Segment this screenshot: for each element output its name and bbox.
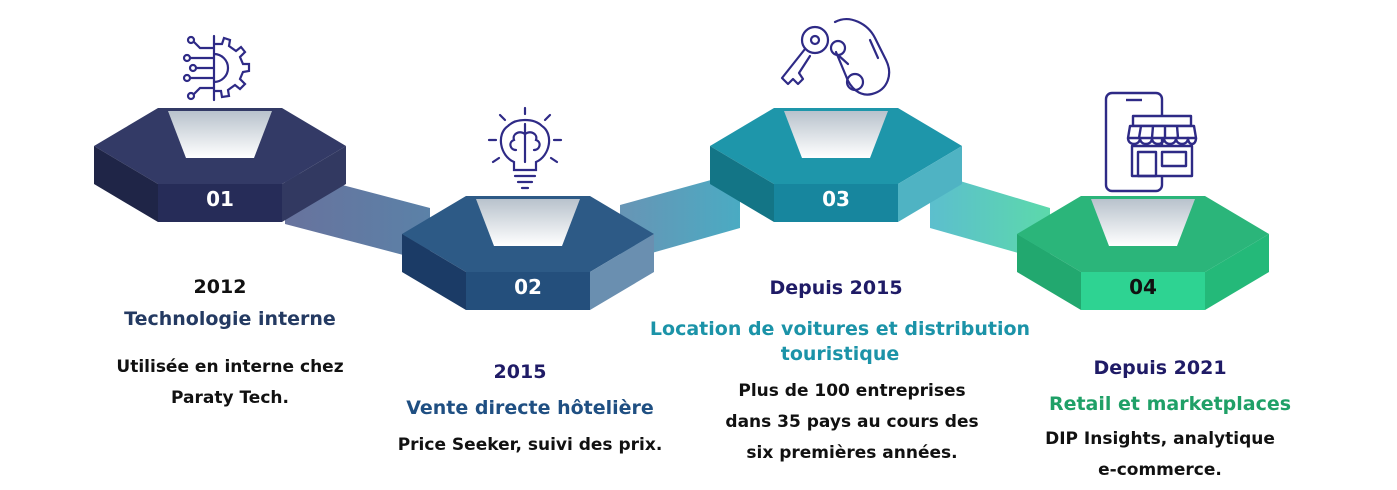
car-keys-icon xyxy=(780,18,891,96)
description-line: six premières années. xyxy=(746,443,958,463)
mobile-shop-icon xyxy=(1104,91,1198,193)
step-number: 01 xyxy=(206,187,234,211)
step-2-year: 2015 xyxy=(493,361,547,383)
description-line: dans 35 pays au cours des xyxy=(725,412,979,432)
step-number: 03 xyxy=(822,187,850,211)
title-line: Location de voitures et distribution xyxy=(649,318,1031,340)
gear-circuit-icon xyxy=(182,34,251,102)
hexagon-01: 01 xyxy=(94,108,346,222)
step-2-description: Price Seeker, suivi des prix. xyxy=(370,430,690,461)
description-line: Price Seeker, suivi des prix. xyxy=(397,435,663,455)
step-1-description: Utilisée en interne chez Paraty Tech. xyxy=(80,352,380,414)
step-3-description: Plus de 100 entreprises dans 35 pays au … xyxy=(702,376,1002,469)
hexagon-04: 04 xyxy=(1017,196,1269,310)
lightbulb-brain-icon xyxy=(487,106,563,190)
description-line: Utilisée en interne chez xyxy=(116,357,344,377)
hexagon-02: 02 xyxy=(402,196,654,310)
step-number: 02 xyxy=(514,275,542,299)
step-number: 04 xyxy=(1129,275,1157,299)
step-4-description: DIP Insights, analytique e-commerce. xyxy=(1010,424,1310,486)
title-line: touristique xyxy=(780,343,900,365)
step-4-title: Retail et marketplaces xyxy=(1048,393,1292,415)
description-line: e-commerce. xyxy=(1098,460,1222,480)
step-3-title: Location de voitures et distribution tou… xyxy=(620,317,1060,367)
description-line: Paraty Tech. xyxy=(171,388,289,408)
description-line: DIP Insights, analytique xyxy=(1045,429,1275,449)
step-3-year: Depuis 2015 xyxy=(769,277,903,299)
description-line: Plus de 100 entreprises xyxy=(738,381,966,401)
hexagon-03: 03 xyxy=(710,108,962,222)
step-1-title: Technologie interne xyxy=(124,308,336,330)
step-1-year: 2012 xyxy=(193,276,247,298)
step-4-year: Depuis 2021 xyxy=(1093,357,1227,379)
step-2-title: Vente directe hôtelière xyxy=(406,397,654,419)
